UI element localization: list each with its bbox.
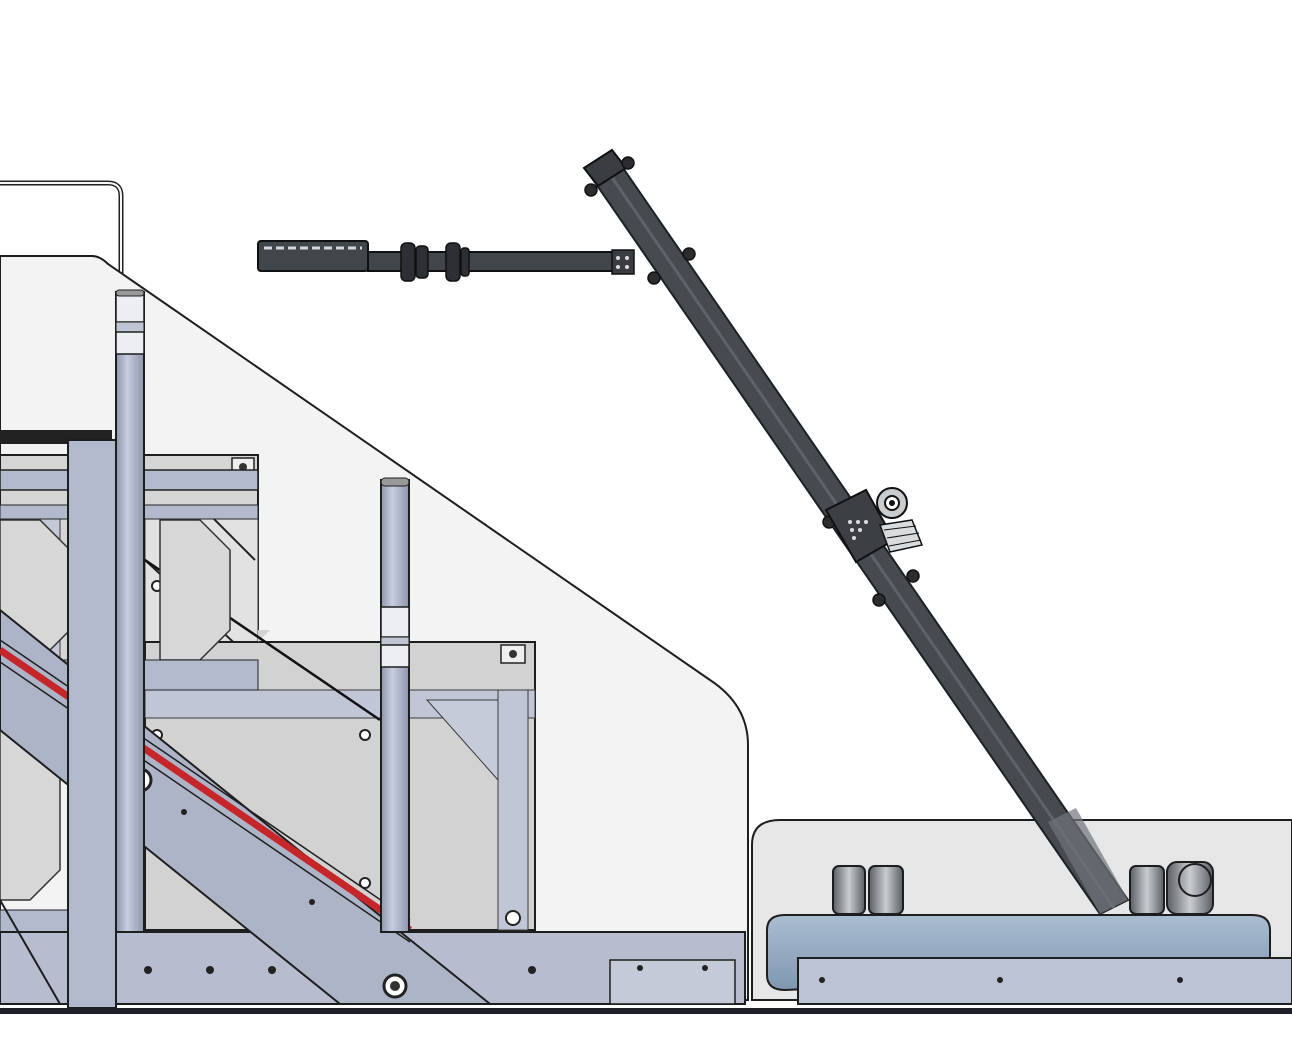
horizontal-extension-bar [257, 240, 635, 282]
ground-line [0, 1008, 1292, 1014]
vertical-column-wide [67, 439, 117, 1009]
arm-motor-mount [824, 487, 924, 564]
vertical-post-tall [115, 289, 145, 933]
vertical-post-short [380, 477, 410, 933]
base-tray-blue [766, 914, 1292, 1005]
base-motors [832, 861, 1214, 915]
